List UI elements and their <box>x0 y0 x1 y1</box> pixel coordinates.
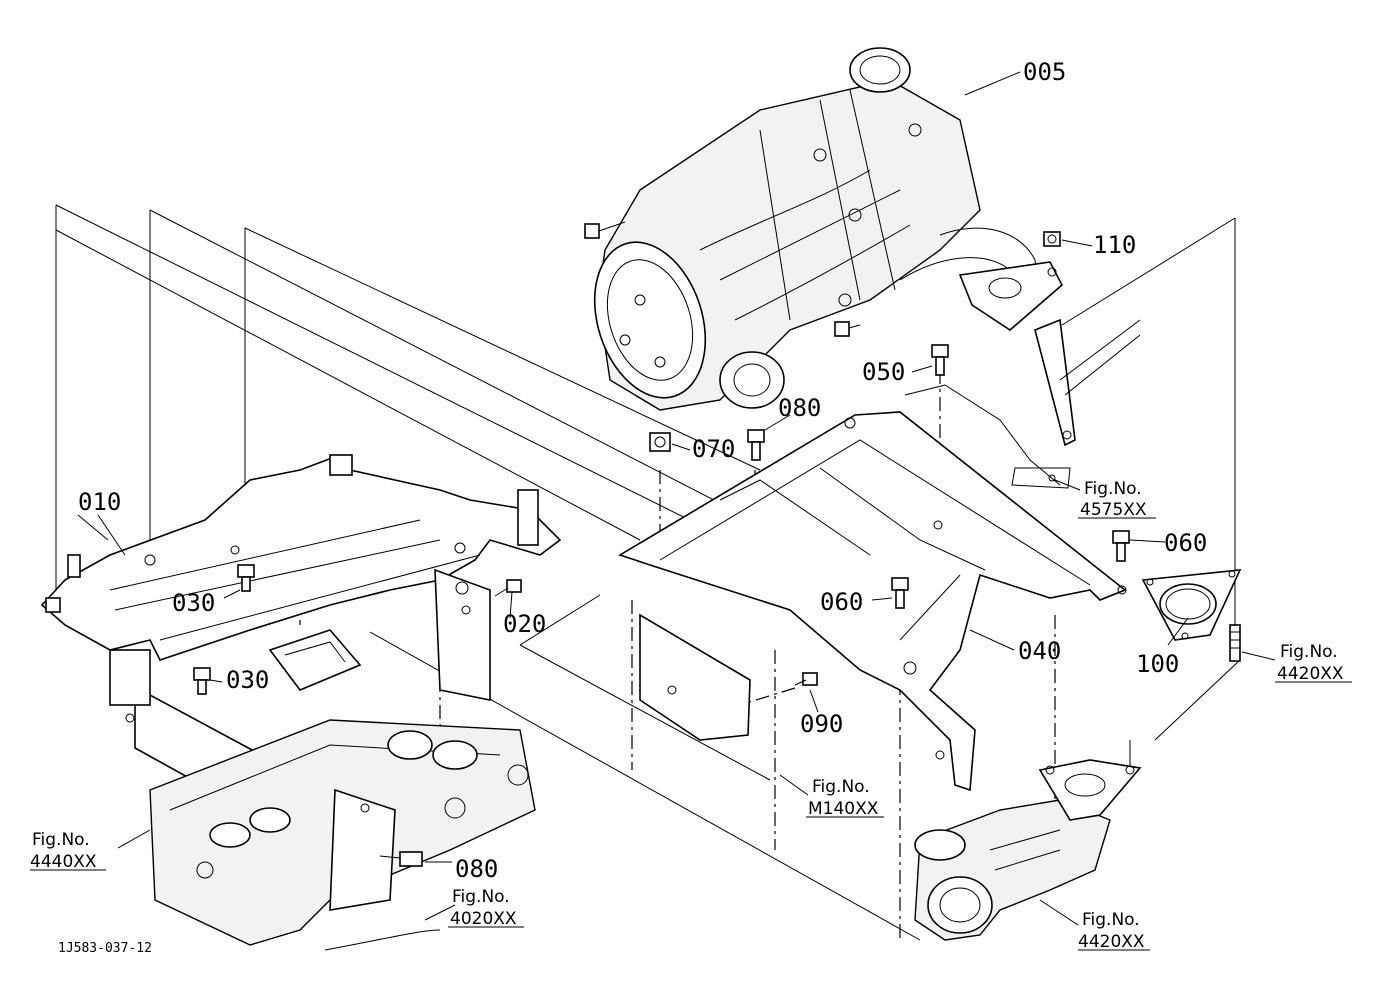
fig-ref-4420-upper[interactable]: 4420XX <box>1277 664 1344 684</box>
label-leaders <box>77 71 1276 926</box>
turbocharger <box>914 759 1142 941</box>
label-110: 110 <box>1093 231 1136 259</box>
label-080-upper: 080 <box>778 394 821 422</box>
diagram-code: 1J583-037-12 <box>58 941 152 956</box>
bolt-030-lower[interactable] <box>193 667 211 695</box>
left-bracket-010[interactable] <box>40 454 562 661</box>
label-060-upper: 060 <box>1164 529 1207 557</box>
bolt-020[interactable] <box>494 579 522 597</box>
reference-lines <box>55 204 1241 941</box>
fig-ref-prefix-4420-lower: Fig.No. <box>1082 910 1140 930</box>
bolt-060-lower[interactable] <box>891 577 909 609</box>
label-060-lower: 060 <box>820 588 863 616</box>
label-040: 040 <box>1018 637 1061 665</box>
fig-ref-m140[interactable]: M140XX <box>808 799 879 819</box>
label-010: 010 <box>78 488 121 516</box>
bolt-dpf-right <box>834 321 861 337</box>
fig-ref-4575[interactable]: 4575XX <box>1080 500 1147 520</box>
fig-ref-4420-lower[interactable]: 4420XX <box>1078 932 1145 952</box>
label-080-lower: 080 <box>455 855 498 883</box>
fig-ref-prefix-4020: Fig.No. <box>452 887 510 907</box>
nut-110[interactable] <box>1043 231 1061 247</box>
label-050: 050 <box>862 358 905 386</box>
fig-ref-4020[interactable]: 4020XX <box>450 909 517 929</box>
bolt-080-upper[interactable] <box>747 429 765 461</box>
exhaust-outlet-flange <box>958 261 1064 332</box>
vertical-bracket <box>434 568 491 701</box>
label-100: 100 <box>1136 650 1179 678</box>
support-stay-4575 <box>1034 318 1141 447</box>
fig-ref-prefix-4440: Fig.No. <box>32 830 90 850</box>
bolt-090[interactable] <box>794 672 818 686</box>
figure-ref-underlines <box>30 517 1352 951</box>
cover-plate <box>639 613 751 741</box>
figure-reference-labels: Fig.No. 4575XX Fig.No. 4420XX Fig.No. M1… <box>30 479 1344 952</box>
label-020: 020 <box>503 610 546 638</box>
gasket-100[interactable] <box>1141 569 1242 641</box>
bolt-050[interactable] <box>931 344 949 376</box>
part-number-labels: 005 010 020 030 030 040 050 060 060 070 … <box>78 58 1207 883</box>
label-070: 070 <box>692 435 735 463</box>
bolt-060-upper[interactable] <box>1112 530 1130 562</box>
label-090: 090 <box>800 710 843 738</box>
fig-ref-prefix-4575: Fig.No. <box>1084 479 1142 499</box>
bolt-080-lower[interactable] <box>379 851 423 867</box>
label-030-lower: 030 <box>226 666 269 694</box>
fig-ref-prefix-m140: Fig.No. <box>812 777 870 797</box>
dpf-muffler-assembly[interactable] <box>576 47 1041 412</box>
bolt-dpf-left <box>584 221 626 239</box>
fig-ref-prefix-4420-upper: Fig.No. <box>1280 642 1338 662</box>
dpf-support-frame-040[interactable] <box>618 384 1127 792</box>
nut-070[interactable] <box>649 432 671 452</box>
bolt-030-upper[interactable] <box>237 564 255 592</box>
stud-bolt <box>1229 624 1241 662</box>
label-005: 005 <box>1023 58 1066 86</box>
label-030-upper: 030 <box>172 589 215 617</box>
engine-cylinder-head <box>149 629 536 951</box>
fig-ref-4440[interactable]: 4440XX <box>30 852 97 872</box>
